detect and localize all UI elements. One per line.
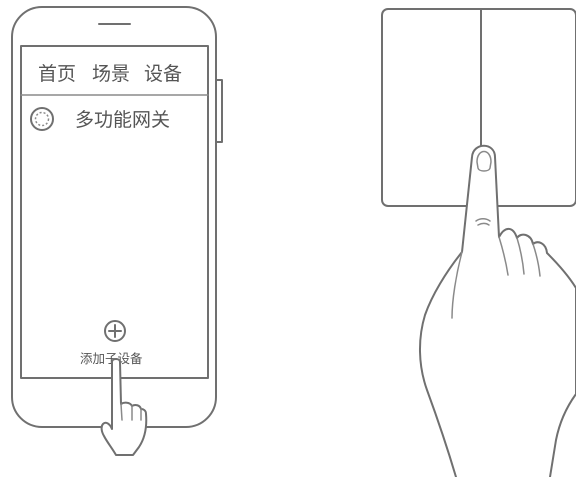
tab-devices[interactable]: 设备	[144, 63, 182, 85]
phone-side-button	[215, 79, 223, 143]
pressing-hand-icon	[418, 144, 576, 477]
device-item-label: 多功能网关	[75, 109, 170, 131]
tapping-hand-icon	[100, 358, 148, 456]
add-subdevice-label: 添加子设备	[80, 351, 143, 366]
fingernail	[476, 150, 492, 172]
tab-scenes[interactable]: 场景	[92, 63, 130, 85]
tab-home[interactable]: 首页	[38, 63, 76, 85]
add-subdevice-button[interactable]: 添加子设备	[80, 320, 143, 366]
gateway-icon	[30, 107, 54, 131]
device-list-item[interactable]: 多功能网关	[30, 107, 170, 131]
phone-illustration: 首页 场景 设备 多功能网关 添加子设备	[11, 6, 223, 456]
gateway-icon-inner	[34, 111, 50, 127]
plus-circle-icon	[104, 320, 126, 342]
